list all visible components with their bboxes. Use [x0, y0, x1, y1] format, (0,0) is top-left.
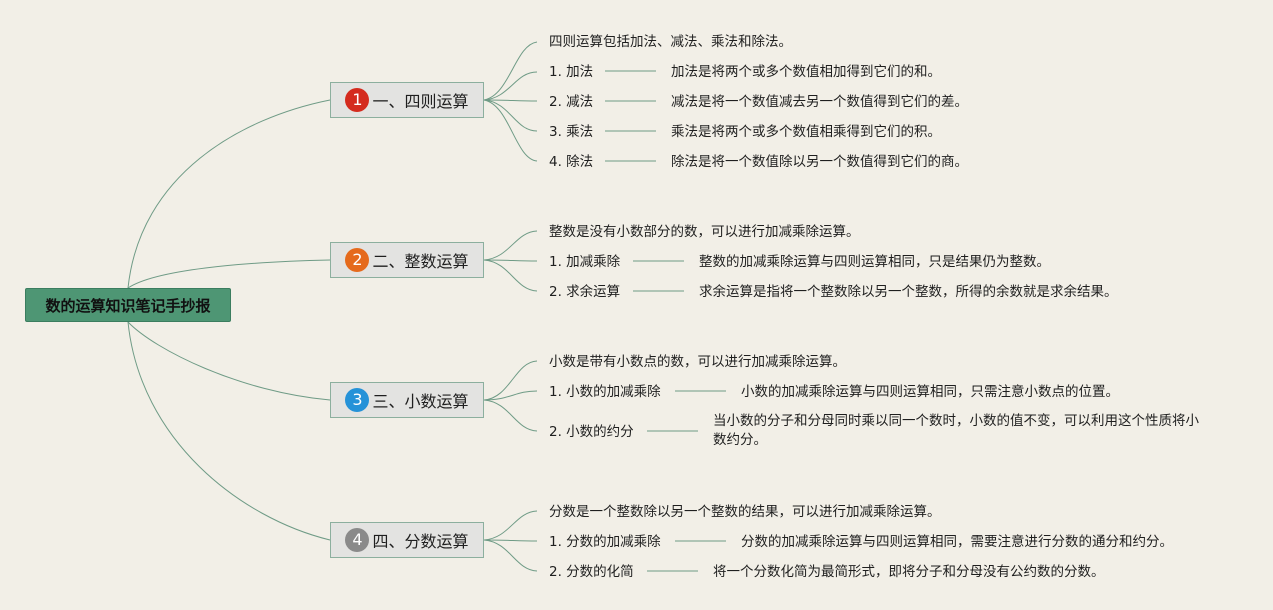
topic-arithmetic[interactable]: 1 一、四则运算: [330, 82, 484, 118]
subtopic-description: 当小数的分子和分母同时乘以同一个数时，小数的值不变，可以利用这个性质将小数约分。: [713, 413, 1199, 448]
topic-title: 三、小数运算: [372, 392, 469, 411]
subtopic-label[interactable]: 1. 分数的加减乘除: [549, 534, 661, 550]
subtopic-label[interactable]: 2. 求余运算: [549, 284, 621, 300]
topic-fraction[interactable]: 4 四、分数运算: [330, 522, 484, 558]
topic-decimal[interactable]: 3 三、小数运算: [330, 382, 484, 418]
number-badge-icon: 4: [345, 528, 370, 552]
subtopic-description: 整数的加减乘除运算与四则运算相同，只是结果仍为整数。: [699, 254, 1050, 270]
subtopic-description: 乘法是将两个或多个数值相乘得到它们的积。: [671, 124, 941, 140]
subtopic-description: 分数的加减乘除运算与四则运算相同，需要注意进行分数的通分和约分。: [741, 534, 1173, 550]
topic-title: 一、四则运算: [372, 92, 469, 111]
subtopic-label[interactable]: 3. 乘法: [549, 124, 594, 140]
root-topic[interactable]: 数的运算知识笔记手抄报: [25, 288, 231, 322]
topic-intro: 四则运算包括加法、减法、乘法和除法。: [549, 34, 792, 50]
topic-title: 二、整数运算: [372, 252, 469, 271]
topic-integer[interactable]: 2 二、整数运算: [330, 242, 484, 278]
subtopic-description: 求余运算是指将一个整数除以另一个整数，所得的余数就是求余结果。: [699, 284, 1118, 300]
number-badge-icon: 3: [345, 388, 370, 412]
topic-intro: 整数是没有小数部分的数，可以进行加减乘除运算。: [549, 224, 860, 240]
topic-title: 四、分数运算: [372, 532, 469, 551]
subtopic-description: 减法是将一个数值减去另一个数值得到它们的差。: [671, 94, 968, 110]
subtopic-label[interactable]: 1. 加减乘除: [549, 254, 621, 270]
number-badge-icon: 2: [345, 248, 370, 272]
subtopic-description: 除法是将一个数值除以另一个数值得到它们的商。: [671, 154, 968, 170]
subtopic-label[interactable]: 1. 小数的加减乘除: [549, 384, 661, 400]
subtopic-label[interactable]: 1. 加法: [549, 64, 594, 80]
subtopic-label[interactable]: 2. 小数的约分: [549, 424, 634, 440]
subtopic-description: 加法是将两个或多个数值相加得到它们的和。: [671, 64, 941, 80]
subtopic-label[interactable]: 4. 除法: [549, 154, 594, 170]
topic-intro: 小数是带有小数点的数，可以进行加减乘除运算。: [549, 354, 846, 370]
topic-intro: 分数是一个整数除以另一个整数的结果，可以进行加减乘除运算。: [549, 504, 941, 520]
subtopic-description: 将一个分数化简为最简形式，即将分子和分母没有公约数的分数。: [713, 564, 1105, 580]
number-badge-icon: 1: [345, 88, 370, 112]
root-title: 数的运算知识笔记手抄报: [45, 296, 211, 315]
subtopic-description: 小数的加减乘除运算与四则运算相同，只需注意小数点的位置。: [741, 384, 1119, 400]
subtopic-label[interactable]: 2. 分数的化简: [549, 564, 634, 580]
subtopic-label[interactable]: 2. 减法: [549, 94, 594, 110]
